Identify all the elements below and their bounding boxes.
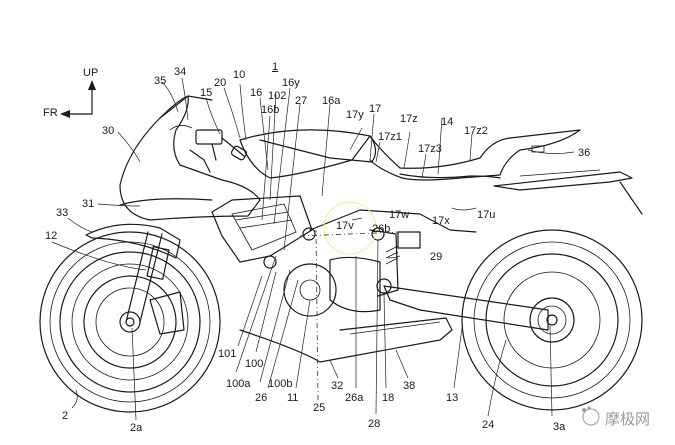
ref-label-17: 17 <box>369 103 382 115</box>
ref-label-3a: 3a <box>553 421 566 433</box>
front-fairing <box>119 95 261 221</box>
orientation-up-label: UP <box>83 67 99 79</box>
ref-label-24: 24 <box>482 419 495 431</box>
ref-label-2a: 2a <box>130 422 143 434</box>
middle-cowl <box>211 195 313 263</box>
ref-label-17w: 17w <box>389 209 410 221</box>
ref-label-17x: 17x <box>432 215 450 227</box>
seat-tail <box>369 129 643 215</box>
ref-label-30: 30 <box>102 125 115 137</box>
ref-label-17z1: 17z1 <box>378 131 402 143</box>
ref-label-16a: 16a <box>322 95 341 107</box>
ref-label-35: 35 <box>154 75 167 87</box>
ref-label-100a: 100a <box>226 378 251 390</box>
ref-label-26b: 26b <box>372 223 391 235</box>
ref-label-101: 101 <box>218 348 237 360</box>
ref-label-17z3: 17z3 <box>418 143 442 155</box>
ref-label-38: 38 <box>403 380 416 392</box>
ref-label-17v: 17v <box>336 220 354 232</box>
ref-label-26: 26 <box>255 392 268 404</box>
ref-label-100: 100 <box>245 358 264 370</box>
ref-label-26a: 26a <box>345 392 364 404</box>
ref-label-33: 33 <box>56 207 69 219</box>
ref-label-27: 27 <box>295 95 308 107</box>
ref-label-36: 36 <box>578 147 591 159</box>
ref-label-17z2: 17z2 <box>464 125 488 137</box>
fuel-tank <box>239 129 377 179</box>
swingarm <box>383 285 549 331</box>
watermark-text: 摩极网 <box>605 410 651 428</box>
front-fork <box>125 231 185 335</box>
ref-label-16: 16 <box>250 87 263 99</box>
ref-label-102: 102 <box>268 90 287 102</box>
ref-label-12: 12 <box>45 230 58 242</box>
ref-label-28: 28 <box>368 418 381 430</box>
front-fender <box>85 223 181 259</box>
handlebar-assembly <box>189 129 248 173</box>
ref-label-16b: 16b <box>261 104 280 116</box>
figure-reference-label: 1 <box>272 61 279 73</box>
ref-label-20: 20 <box>214 77 227 89</box>
rear-wheel <box>461 229 643 411</box>
ref-label-11: 11 <box>287 392 299 404</box>
ref-label-2: 2 <box>62 410 69 422</box>
ref-label-13: 13 <box>446 392 459 404</box>
ref-label-32: 32 <box>331 380 344 392</box>
ref-label-16y: 16y <box>282 77 300 89</box>
engine-frame <box>263 209 477 317</box>
leader-lines <box>51 77 575 421</box>
ref-label-25: 25 <box>313 402 326 414</box>
ref-label-14: 14 <box>441 116 454 128</box>
centerline-17v <box>299 231 401 237</box>
orientation-front-label: FR <box>43 107 58 119</box>
ref-label-15: 15 <box>200 87 213 99</box>
ref-label-18: 18 <box>382 392 395 404</box>
highlight-circle <box>323 201 377 255</box>
ref-label-17z: 17z <box>400 113 418 125</box>
exhaust-undercowl <box>239 317 453 363</box>
ref-label-17y: 17y <box>346 109 364 121</box>
ref-label-10: 10 <box>233 69 246 81</box>
ref-label-29: 29 <box>430 251 443 263</box>
orientation-arrows <box>60 80 96 118</box>
ref-label-31: 31 <box>82 198 95 210</box>
ref-label-100b: 100b <box>268 378 293 390</box>
ref-label-34: 34 <box>174 66 187 78</box>
front-wheel <box>39 231 221 413</box>
ref-label-17u: 17u <box>477 209 496 221</box>
